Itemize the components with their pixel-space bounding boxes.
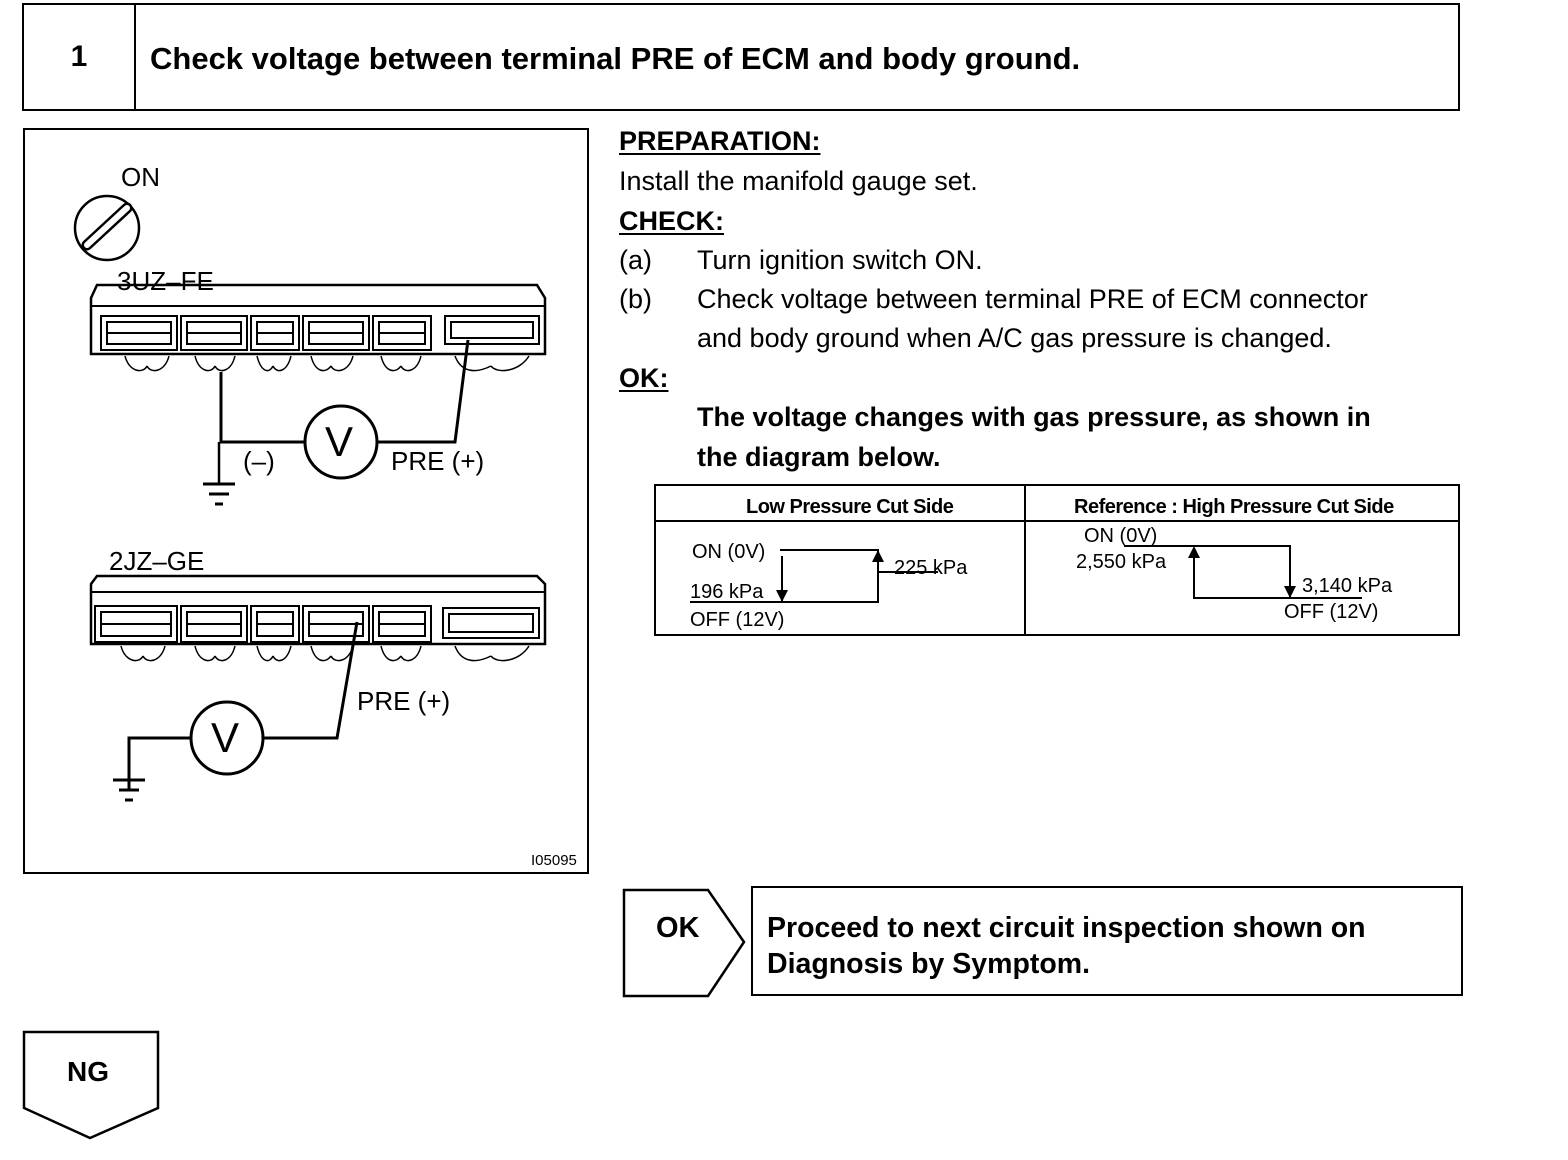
ecm-connector-bottom-icon [89,574,547,662]
check-item-b-line1: Check voltage between terminal PRE of EC… [697,284,1368,314]
table-header-divider [656,520,1458,522]
preparation-text: Install the manifold gauge set. [619,166,978,196]
engine-top-label: 3UZ–FE [117,266,214,296]
wiring-diagram [73,194,547,802]
figure-code: I05095 [531,852,577,869]
high-side-header: Reference : High Pressure Cut Side [1074,496,1394,518]
wiring-figure: ON 3UZ–FE (–) PRE (+) V 2JZ–GE PRE (+) V… [23,128,589,874]
table-divider [1024,486,1026,634]
ok-criteria-line2: the diagram below. [697,442,941,472]
ok-result-line1: Proceed to next circuit inspection shown… [767,912,1366,944]
pressure-hysteresis-graphs [690,545,1362,603]
ok-result-box: Proceed to next circuit inspection shown… [751,886,1463,996]
step-header: 1 Check voltage between terminal PRE of … [22,3,1460,111]
check-item-a: Turn ignition switch ON. [697,245,983,275]
low-side-header: Low Pressure Cut Side [746,496,954,518]
check-item-b-line2: and body ground when A/C gas pressure is… [697,323,1332,353]
ignition-switch-icon [73,194,141,262]
low-off-label: OFF (12V) [690,609,785,631]
check-marker-b: (b) [619,284,652,314]
ok-criteria-line1: The voltage changes with gas pressure, a… [697,402,1371,432]
low-on-label: ON (0V) [692,541,766,563]
voltmeter-bottom-symbol: V [211,714,240,761]
check-marker-a: (a) [619,245,652,275]
ok-label: OK [656,912,700,944]
step-title: Check voltage between terminal PRE of EC… [150,41,1081,76]
ok-result-line2: Diagnosis by Symptom. [767,948,1091,980]
ok-heading: OK: [619,363,669,393]
high-side-low-value: 2,550 kPa [1076,551,1167,573]
low-value-label: 196 kPa [690,581,764,603]
ok-result-text: Proceed to next circuit inspection shown… [767,910,1453,982]
negative-label: (–) [243,446,275,476]
preparation-heading: PREPARATION: [619,126,821,156]
high-side-high-value: 3,140 kPa [1302,575,1393,597]
ecm-connector-top-icon [89,283,547,372]
engine-bottom-label: 2JZ–GE [109,546,205,576]
pre-label-top: PRE (+) [391,446,485,476]
ng-arrow-icon [22,1030,160,1140]
step-number: 1 [24,5,136,109]
high-on-label: ON (0V) [1084,525,1158,547]
ng-label: NG [67,1056,109,1087]
check-heading: CHECK: [619,206,724,236]
high-value-low-side: 225 kPa [894,557,968,579]
high-off-label: OFF (12V) [1284,601,1379,623]
pre-label-bottom: PRE (+) [357,686,451,716]
pressure-table: Low Pressure Cut Side Reference : High P… [654,484,1460,636]
ignition-on-label: ON [121,162,160,192]
ok-arrow-icon [622,888,746,998]
voltmeter-top-symbol: V [325,418,354,465]
